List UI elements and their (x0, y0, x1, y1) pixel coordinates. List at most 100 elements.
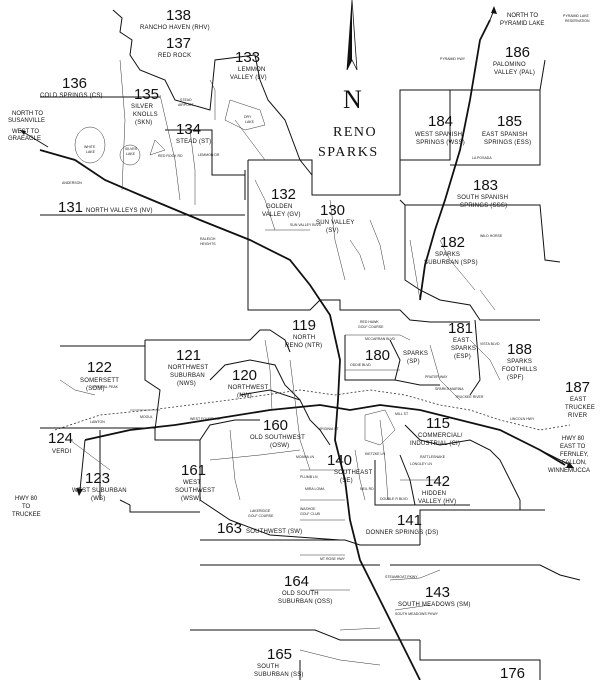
svg-text:(SPF): (SPF) (507, 375, 524, 381)
svg-text:140: 140 (327, 452, 352, 469)
area-labels: 138 RANCHO HAVEN (RHV) 137 RED ROCK 133 … (40, 7, 595, 680)
svg-text:WINNEMUCCA: WINNEMUCCA (548, 468, 590, 474)
svg-text:WASHOE: WASHOE (300, 507, 316, 511)
svg-text:131: 131 (58, 199, 83, 216)
area-160: 160 OLD SOUTHWEST (OSW) (250, 417, 305, 449)
svg-text:130: 130 (320, 202, 345, 219)
svg-text:184: 184 (428, 113, 453, 130)
svg-text:LAKE: LAKE (126, 152, 136, 156)
svg-text:180: 180 (365, 347, 390, 364)
area-186: 186 PALOMINO VALLEY (PAL) (493, 44, 535, 76)
svg-text:FALLON,: FALLON, (562, 460, 587, 466)
svg-text:SPARKS: SPARKS (403, 351, 428, 357)
svg-text:RED HAWK: RED HAWK (360, 320, 379, 324)
svg-text:LAKE: LAKE (86, 150, 96, 154)
svg-text:(SE): (SE) (340, 478, 353, 484)
svg-text:LEMMON: LEMMON (238, 67, 266, 73)
svg-text:OLD SOUTH: OLD SOUTH (282, 591, 319, 597)
place-labels: RALEIGH HEIGHTS ANDERSON WHITE LAKE SILV… (62, 14, 590, 616)
svg-text:161: 161 (181, 462, 206, 479)
svg-text:COMMERCIAL/: COMMERCIAL/ (418, 433, 463, 439)
svg-text:SOUTHWEST: SOUTHWEST (175, 488, 215, 494)
svg-text:FERNLEY,: FERNLEY, (560, 452, 589, 458)
svg-text:186: 186 (505, 44, 530, 61)
svg-text:141: 141 (397, 512, 422, 529)
svg-text:(OSW): (OSW) (270, 443, 289, 449)
svg-text:KIETZKE LN: KIETZKE LN (365, 452, 386, 456)
svg-text:VALLEY (GV): VALLEY (GV) (262, 212, 301, 218)
svg-text:TRUCKEE: TRUCKEE (565, 405, 595, 411)
svg-text:PALOMINO: PALOMINO (493, 62, 526, 68)
svg-text:143: 143 (425, 584, 450, 601)
svg-text:SUBURBAN (SS): SUBURBAN (SS) (254, 672, 304, 678)
svg-text:188: 188 (507, 341, 532, 358)
svg-text:STEAMBOAT PKWY: STEAMBOAT PKWY (385, 575, 418, 579)
svg-text:MT ROSE HWY: MT ROSE HWY (320, 557, 346, 561)
area-176: 176 (500, 665, 525, 680)
svg-text:182: 182 (440, 234, 465, 251)
svg-text:RANCHO HAVEN (RHV): RANCHO HAVEN (RHV) (140, 25, 210, 31)
svg-text:RESERVATION: RESERVATION (565, 19, 590, 23)
svg-text:VERDI: VERDI (52, 449, 71, 455)
svg-text:SILVER: SILVER (131, 104, 154, 110)
area-165: 165 SOUTH SUBURBAN (SS) (254, 646, 304, 678)
svg-text:INDUSTRIAL (CI): INDUSTRIAL (CI) (410, 441, 460, 447)
svg-text:SUN VALLEY: SUN VALLEY (316, 220, 355, 226)
svg-text:SOUTH: SOUTH (257, 664, 279, 670)
svg-text:SUN VALLEY BLVD: SUN VALLEY BLVD (290, 223, 322, 227)
area-132: 132 GOLDEN VALLEY (GV) (262, 186, 301, 218)
direction-notes: NORTH TO SUSANVILLE WEST TO GRAEAGLE NOR… (8, 13, 590, 518)
svg-text:WEST: WEST (183, 480, 201, 486)
svg-text:(SOM): (SOM) (86, 386, 105, 392)
svg-text:183: 183 (473, 177, 498, 194)
svg-text:GOLF CLUB: GOLF CLUB (300, 512, 321, 516)
area-181: 181 EAST SPARKS (ESP) (448, 320, 476, 360)
svg-text:SPARKS MARINA: SPARKS MARINA (435, 387, 464, 391)
area-123: 123 WEST SUBURBAN (WS) (72, 470, 127, 502)
svg-text:124: 124 (48, 430, 73, 447)
svg-text:NORTHWEST: NORTHWEST (228, 385, 268, 391)
area-122: 122 SOMERSETT (SOM) (80, 359, 119, 392)
svg-text:(NWS): (NWS) (177, 381, 196, 387)
svg-text:MCCARRAN BLVD: MCCARRAN BLVD (365, 337, 396, 341)
svg-text:MILL ST: MILL ST (395, 412, 409, 416)
svg-text:LA POSADA: LA POSADA (472, 156, 492, 160)
svg-text:WILD HORSE: WILD HORSE (480, 234, 503, 238)
svg-text:MIRA LOMA: MIRA LOMA (305, 487, 325, 491)
svg-text:SOUTH MEADOWS PKWY: SOUTH MEADOWS PKWY (395, 612, 439, 616)
area-134: 134 STEAD (ST) (176, 121, 211, 145)
svg-text:SOUTHEAST: SOUTHEAST (334, 470, 373, 476)
svg-text:LONGLEY LN: LONGLEY LN (410, 462, 432, 466)
svg-text:181: 181 (448, 320, 473, 337)
svg-text:NORTH TO: NORTH TO (507, 13, 538, 19)
area-131: 131 NORTH VALLEYS (NV) (58, 199, 153, 216)
svg-text:120: 120 (232, 367, 257, 384)
svg-text:SILVER: SILVER (125, 147, 138, 151)
area-133: 133 LEMMON VALLEY (LV) (230, 49, 267, 81)
area-135: 135 SILVER KNOLLS (SKN) (131, 86, 159, 126)
svg-text:VALLEY (LV): VALLEY (LV) (230, 75, 267, 81)
area-187: 187 EAST TRUCKEE RIVER (565, 379, 595, 419)
svg-text:134: 134 (176, 121, 201, 138)
svg-text:133: 133 (235, 49, 260, 66)
svg-text:GOLF COURSE: GOLF COURSE (248, 514, 274, 518)
svg-text:VALLEY (HV): VALLEY (HV) (418, 499, 456, 505)
area-142: 142 HIDDEN VALLEY (HV) (418, 473, 456, 505)
svg-text:WEST TO: WEST TO (12, 129, 39, 135)
svg-text:MOGUL: MOGUL (140, 415, 153, 419)
svg-text:(SV): (SV) (326, 228, 339, 234)
svg-text:NORTH: NORTH (293, 335, 315, 341)
svg-text:SUBURBAN: SUBURBAN (170, 373, 205, 379)
area-185: 185 EAST SPANISH SPRINGS (ESS) (482, 113, 531, 146)
svg-text:DONNER SPRINGS (DS): DONNER SPRINGS (DS) (366, 530, 438, 536)
svg-text:LAWTON: LAWTON (90, 420, 105, 424)
svg-text:PYRAMID HWY: PYRAMID HWY (440, 57, 466, 61)
area-184: 184 WEST SPANISH SPRINGS (WSS) (415, 113, 465, 146)
svg-text:(WSW): (WSW) (181, 496, 201, 502)
area-115: 115 COMMERCIAL/ INDUSTRIAL (CI) (410, 415, 463, 447)
svg-text:(NW): (NW) (237, 393, 252, 399)
svg-text:EAST TO: EAST TO (560, 444, 586, 450)
svg-text:COLD SPRINGS (CS): COLD SPRINGS (CS) (40, 93, 103, 99)
area-163: 163 SOUTHWEST (SW) (217, 520, 302, 537)
